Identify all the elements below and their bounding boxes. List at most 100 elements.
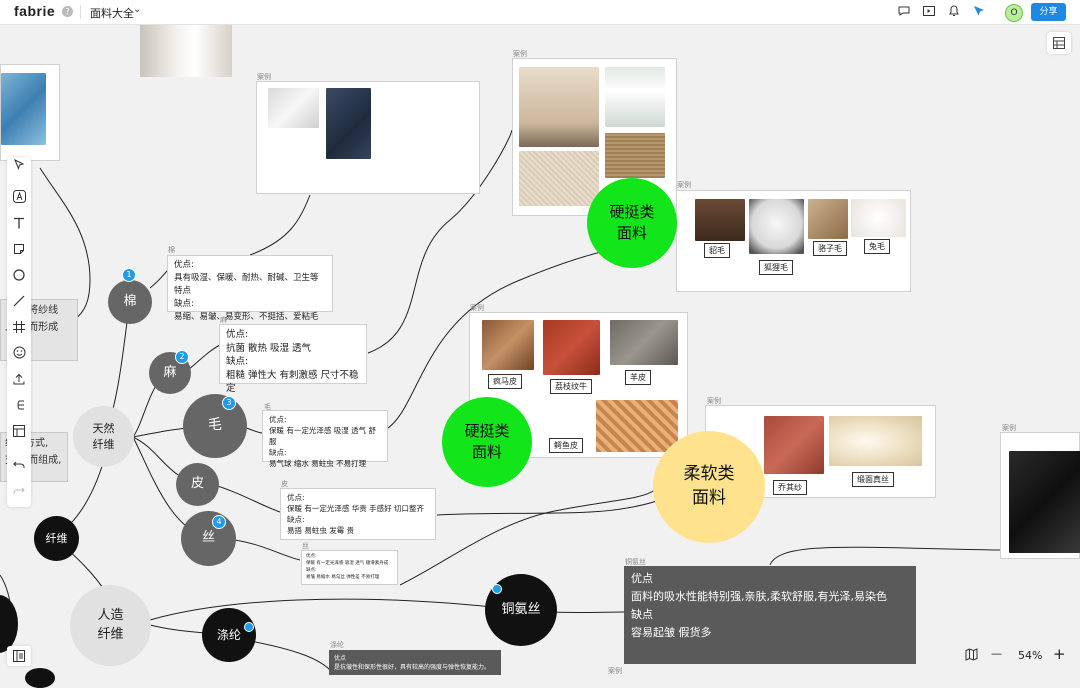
silk-note[interactable]: 优点: 保暖 有一定光泽感 吸湿 透气 顺滑素丹成 缺点: 易皱 易缩水 易勾丝… [301, 550, 398, 585]
example-card[interactable] [256, 81, 480, 194]
cons-text: 易皱 易缩水 易勾丝 弹性差 不易打理 [306, 575, 380, 580]
count-badge: 4 [212, 515, 226, 529]
cons-title: 缺点: [269, 448, 287, 457]
card-caption: 案例 [513, 50, 527, 58]
cursor-follow-icon[interactable] [971, 4, 987, 20]
fabric-label: 缎面真丝 [852, 472, 894, 487]
pros-text: 保暖 有一定光泽感 华贵 手感好 切口整齐 [287, 504, 425, 513]
collapse-dot[interactable] [492, 584, 502, 594]
cons-text: 粗糙 弹性大 有刺激感 尺寸不稳定 [226, 369, 359, 395]
zoom-in-button[interactable]: + [1053, 645, 1066, 663]
collapse-dot[interactable] [244, 622, 254, 632]
example-card[interactable] [1000, 432, 1080, 559]
linen-shirt-image [605, 67, 665, 127]
linen-note[interactable]: 优点: 抗菌 散热 吸湿 透气 缺点: 粗糙 弹性大 有刺激感 尺寸不稳定 [219, 324, 367, 394]
card-caption: 案例 [257, 73, 271, 81]
cotton-note[interactable]: 优点: 具有吸湿、保暖、耐热、耐碱、卫生等特点 缺点: 易缩、易皱、易变形、不挺… [167, 255, 333, 322]
comment-icon[interactable] [896, 4, 912, 20]
node-stiff-fabric[interactable]: 硬挺类 面料 [442, 397, 532, 487]
table-view-icon[interactable] [1047, 32, 1071, 54]
node-fiber[interactable]: 纤维 [34, 516, 79, 561]
image-card[interactable] [0, 64, 60, 161]
node-silk[interactable]: 丝 [181, 511, 236, 566]
black-fabric-image [1009, 451, 1080, 553]
zoom-out-button[interactable]: — [991, 647, 1002, 660]
note-caption: 毛 [264, 403, 271, 411]
count-badge: 2 [175, 350, 189, 364]
card-caption: 案例 [707, 397, 721, 405]
partial-node[interactable] [25, 668, 55, 688]
card-caption: 案例 [608, 667, 622, 675]
pros-text: 是抗皱性和保形性很好，具有较高的强度与弹性恢复能力。 [334, 664, 491, 671]
node-man-made-fiber[interactable]: 人造 纤维 [70, 585, 151, 666]
bell-icon[interactable] [946, 4, 962, 20]
node-wool[interactable]: 毛 [183, 394, 247, 458]
example-card[interactable]: 貂毛 狐狸毛 骆子毛 兔毛 [676, 190, 911, 292]
pros-text: 抗菌 散热 吸湿 透气 [226, 342, 312, 354]
pros-text: 具有吸湿、保暖、耐热、耐碱、卫生等特点 [174, 273, 319, 296]
table-icon[interactable] [7, 423, 31, 445]
mindmap-icon[interactable] [7, 397, 31, 419]
share-button[interactable]: 分享 [1031, 3, 1066, 21]
redo-icon[interactable] [7, 483, 31, 505]
cupro-note[interactable]: 优点 面料的吸水性能特别强,亲肤,柔软舒服,有光泽,易染色 缺点 容易起皱 假货… [624, 566, 916, 664]
pros-title: 优点 [334, 655, 347, 662]
fabric-label: 兔毛 [864, 239, 890, 254]
pros-text: 面料的吸水性能特别强,亲肤,柔软舒服,有光泽,易染色 [631, 590, 887, 603]
pros-title: 优点: [269, 415, 287, 424]
zoom-level[interactable]: 54% [1018, 649, 1043, 662]
note-caption: 皮 [281, 480, 288, 488]
wool-note[interactable]: 优点: 保暖 有一定光泽感 吸湿 透气 舒服 缺点: 易气球 缩水 易蛀虫 不易… [262, 410, 388, 468]
text-style-icon[interactable] [7, 189, 31, 211]
lychee-leather-image [543, 320, 600, 375]
document-title[interactable]: 面料大全 [90, 7, 134, 20]
node-polyester[interactable]: 涤纶 [202, 608, 256, 662]
select-icon[interactable] [7, 157, 31, 179]
node-natural-fiber[interactable]: 天然 纤维 [73, 406, 134, 467]
cons-text: 容易起皱 假货多 [631, 626, 712, 639]
chevron-down-icon[interactable]: ⌄ [133, 4, 142, 15]
layers-panel-icon[interactable] [7, 646, 31, 666]
cons-title: 缺点: [306, 568, 317, 573]
node-soft-fabric[interactable]: 柔软类 面料 [653, 431, 765, 543]
avatar[interactable]: O [1005, 4, 1023, 22]
card-caption: 案例 [677, 181, 691, 189]
leather-note[interactable]: 优点: 保暖 有一定光泽感 华贵 手感好 切口整齐 缺点: 易捂 易蛀虫 发霉 … [280, 488, 436, 540]
sticky-note-icon[interactable] [7, 241, 31, 263]
text-icon[interactable] [7, 215, 31, 237]
pros-text: 保暖 有一定光泽感 吸湿 透气 舒服 [269, 426, 377, 446]
undo-icon[interactable] [7, 457, 31, 479]
node-cotton[interactable]: 棉 [108, 280, 152, 324]
circle-icon[interactable] [7, 267, 31, 289]
app-logo: fabrie [14, 3, 56, 19]
cons-title: 缺点 [631, 608, 653, 621]
cons-title: 缺点: [174, 299, 194, 309]
fabric-label: 狐狸毛 [759, 260, 793, 275]
pros-title: 优点: [287, 493, 305, 502]
partial-node[interactable] [0, 595, 18, 653]
camel-hair-image [808, 199, 848, 239]
emoji-icon[interactable] [7, 345, 31, 367]
node-stiff-fabric[interactable]: 硬挺类 面料 [587, 178, 677, 268]
node-leather[interactable]: 皮 [176, 463, 219, 506]
linen-texture-image [519, 151, 599, 206]
rabbit-fur-image [851, 199, 906, 237]
note-caption: 铜氨丝 [625, 558, 646, 566]
presentation-icon[interactable] [921, 4, 937, 20]
pros-title: 优点 [631, 572, 653, 585]
minimap-icon[interactable] [965, 648, 978, 664]
card-caption: 案例 [470, 304, 484, 312]
fox-fur-image [749, 199, 804, 254]
frame-icon[interactable] [7, 319, 31, 341]
divider [80, 5, 81, 19]
upload-icon[interactable] [7, 371, 31, 393]
fabric-label: 疯马皮 [488, 374, 522, 389]
satin-silk-image [829, 416, 922, 466]
pros-title: 优点: [174, 260, 194, 270]
cons-text: 易气球 缩水 易蛀虫 不易打理 [269, 459, 367, 468]
mink-image [695, 199, 745, 241]
fabric-label: 貂毛 [704, 243, 730, 258]
polyester-note[interactable]: 优点 是抗皱性和保形性很好，具有较高的强度与弹性恢复能力。 [329, 650, 501, 675]
line-icon[interactable] [7, 293, 31, 315]
help-icon[interactable]: ? [62, 6, 73, 17]
